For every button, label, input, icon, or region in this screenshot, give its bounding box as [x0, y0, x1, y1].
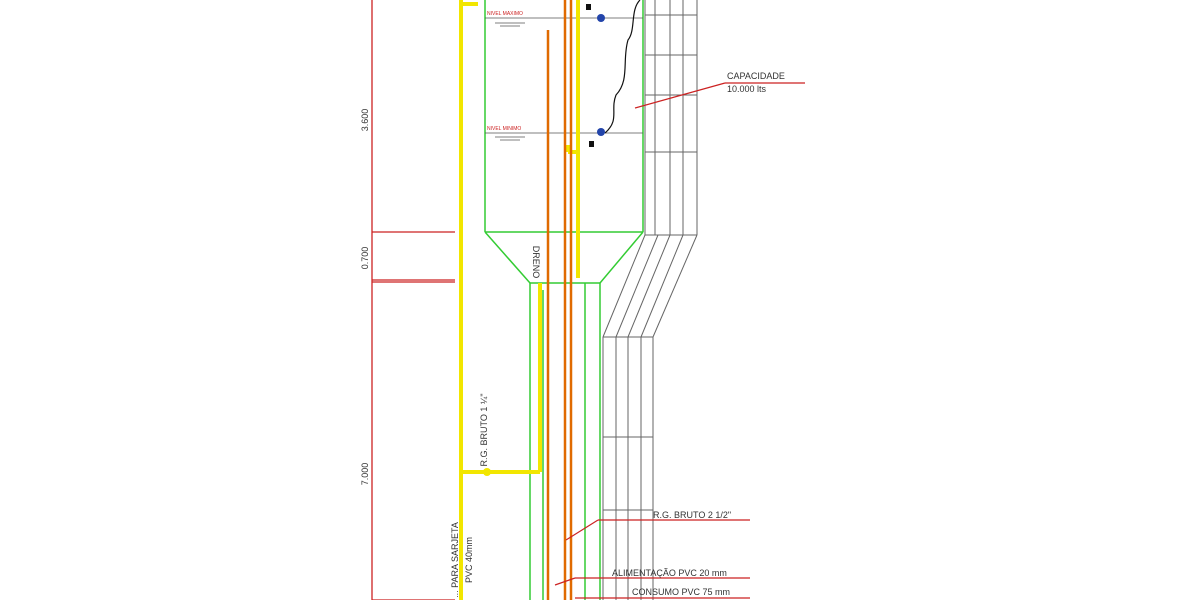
- float-switch-cable: [604, 0, 641, 134]
- overflow-pipe: [459, 0, 580, 600]
- electrode-block-top: [586, 4, 591, 10]
- scaffold-structure: [602, 0, 698, 600]
- pipe-junction: [483, 468, 491, 476]
- alimentacao-label: ALIMENTAÇÃO PVC 20 mm: [612, 568, 727, 578]
- float-valve-icon: [597, 14, 605, 136]
- capacidade-value: 10.000 lts: [727, 84, 767, 94]
- rg-bruto-large-label: R.G. BRUTO 2 1/2": [653, 510, 731, 520]
- sarjeta-label-2: PVC 40mm: [464, 537, 474, 583]
- nivel-maximo-label: NIVEL MAXIMO: [487, 11, 523, 17]
- main-pipes: [546, 0, 573, 600]
- rg-bruto-small-label: R.G. BRUTO 1 ¼": [479, 393, 489, 466]
- dimension-3600: 3.600: [360, 109, 370, 132]
- leader-lines: [554, 82, 805, 599]
- sarjeta-label-1: ... PARA SARJETA: [450, 522, 460, 598]
- capacidade-title: CAPACIDADE: [727, 71, 785, 81]
- dimension-lines: [371, 0, 455, 600]
- dimension-7000: 7.000: [360, 463, 370, 486]
- nivel-minimo-label: NIVEL MINIMO: [487, 126, 521, 132]
- dreno-label: DRENO: [531, 246, 541, 279]
- electrode-block-bottom: [589, 141, 594, 147]
- consumo-label: CONSUMO PVC 75 mm: [632, 587, 730, 597]
- dimension-0700: 0.700: [360, 247, 370, 270]
